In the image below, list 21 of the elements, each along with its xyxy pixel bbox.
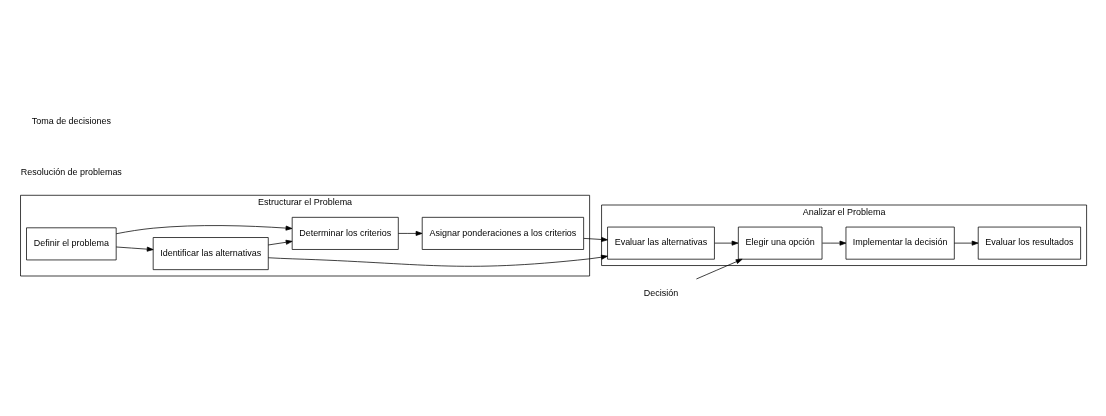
arrow bbox=[267, 239, 293, 246]
label: Toma de decisiones bbox=[31, 116, 111, 127]
node-box: Asignar ponderaciones a los criterios bbox=[421, 216, 584, 250]
arrow bbox=[714, 240, 739, 246]
node-box: Evaluar los resultados bbox=[977, 226, 1081, 260]
node-box: Identificar las alternativas bbox=[152, 237, 269, 271]
arrow bbox=[696, 258, 743, 280]
arrow bbox=[583, 237, 608, 242]
node-box: Elegir una opción bbox=[737, 226, 823, 260]
label: Resolución de problemas bbox=[20, 167, 122, 178]
node-text: Decisión bbox=[643, 288, 679, 299]
arrow bbox=[398, 230, 423, 236]
node-box: Definir el problema bbox=[26, 227, 117, 261]
arrow bbox=[115, 246, 154, 252]
arrow bbox=[267, 254, 608, 267]
node-box: Implementar la decisión bbox=[845, 226, 955, 260]
node-box: Determinar los criterios bbox=[291, 216, 399, 250]
arrow bbox=[115, 225, 293, 235]
arrow bbox=[822, 240, 847, 246]
arrow bbox=[953, 240, 979, 246]
node-box: Evaluar las alternativas bbox=[607, 226, 715, 260]
